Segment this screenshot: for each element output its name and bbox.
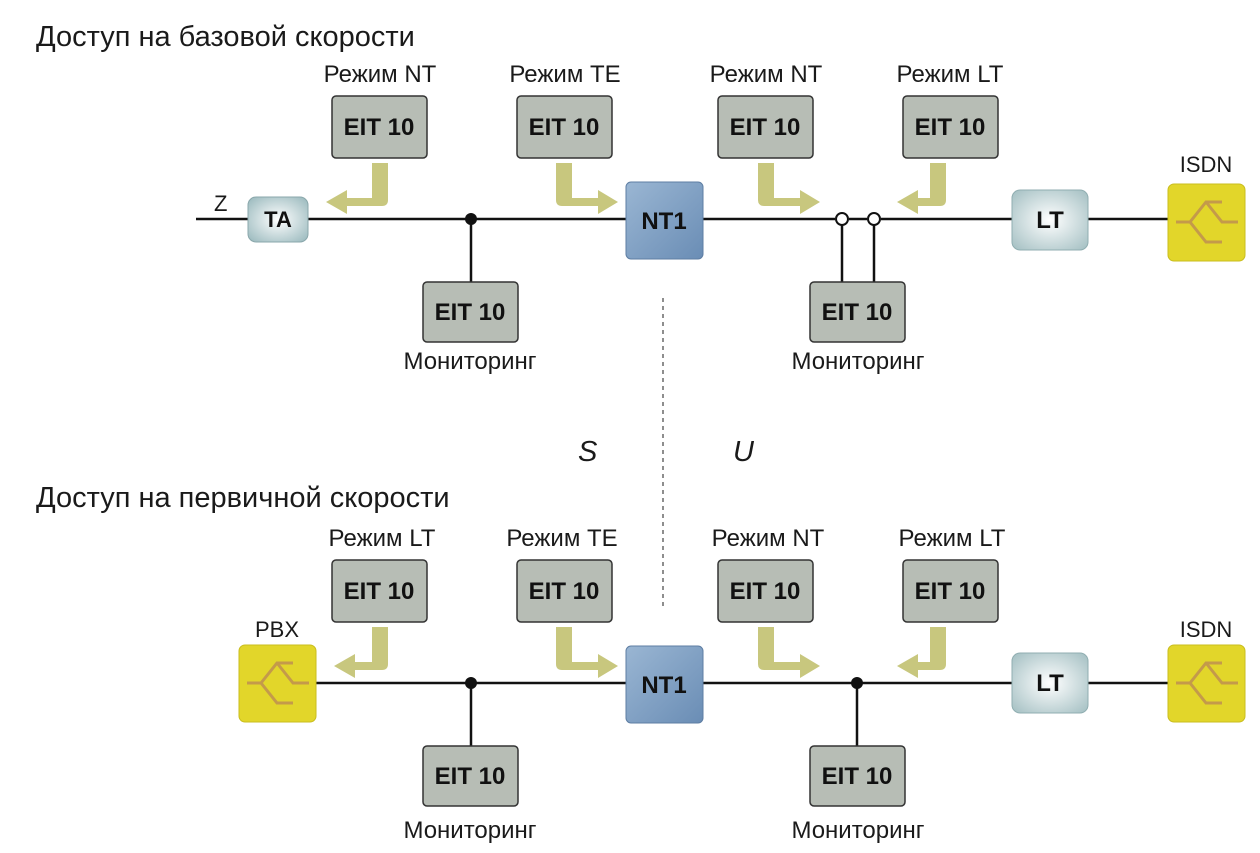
nt1-box-top (625, 181, 704, 260)
basic-access-title: Доступ на базовой скорости (36, 21, 415, 53)
eit10-label: EIT 10 (529, 114, 600, 141)
mode-label: Режим NT (712, 525, 825, 552)
isdn-label-bottom: ISDN (1180, 617, 1233, 642)
eit10-label: EIT 10 (344, 578, 415, 605)
lt-box-bottom (1011, 652, 1089, 714)
arrow-right-icon (556, 627, 618, 678)
mode-label: Режим LT (329, 525, 436, 552)
arrow-right-icon (556, 163, 618, 214)
eit10-label: EIT 10 (730, 578, 801, 605)
arrow-left-icon (326, 163, 388, 214)
nt1-box-bottom (625, 645, 704, 724)
eit10-monitor-u-top (809, 281, 906, 343)
ta-label: TA (264, 207, 292, 232)
pbx-switch (238, 644, 317, 723)
zone-u-label: U (733, 436, 755, 468)
eit10-label: EIT 10 (822, 299, 893, 326)
eit10-monitor-s-bottom (422, 745, 519, 807)
eit10-tester-bottom-2 (516, 559, 613, 623)
monitoring-label: Мониторинг (791, 817, 924, 844)
mode-label: Режим NT (324, 61, 437, 88)
nt1-label-bottom: NT1 (641, 672, 686, 699)
primary-access-title: Доступ на первичной скорости (36, 482, 450, 514)
eit10-tester-bottom-4 (902, 559, 999, 623)
eit10-label: EIT 10 (344, 114, 415, 141)
mode-label: Режим LT (897, 61, 1004, 88)
mode-label: Режим TE (509, 61, 620, 88)
z-label: Z (214, 191, 227, 216)
isdn-switch-top (1167, 183, 1246, 262)
mode-label: Режим TE (506, 525, 617, 552)
eit10-tester-bottom-1 (331, 559, 428, 623)
connection-point-right (867, 212, 881, 226)
eit10-tester-top-1 (331, 95, 428, 159)
lt-label-bottom: LT (1036, 670, 1064, 697)
arrow-left-icon (897, 627, 946, 678)
eit10-label: EIT 10 (435, 299, 506, 326)
monitoring-label: Мониторинг (791, 348, 924, 375)
arrow-right-icon (758, 627, 820, 678)
mode-label: Режим NT (710, 61, 823, 88)
mode-label: Режим LT (899, 525, 1006, 552)
eit10-label: EIT 10 (915, 114, 986, 141)
eit10-label: EIT 10 (915, 578, 986, 605)
eit10-tester-top-3 (717, 95, 814, 159)
isdn-label-top: ISDN (1180, 152, 1233, 177)
isdn-switch-bottom (1167, 644, 1246, 723)
arrow-left-icon (334, 627, 388, 678)
eit10-monitor-u-bottom (809, 745, 906, 807)
eit10-label: EIT 10 (529, 578, 600, 605)
monitoring-label: Мониторинг (403, 817, 536, 844)
eit10-label: EIT 10 (822, 763, 893, 790)
arrow-right-icon (758, 163, 820, 214)
nt1-label-top: NT1 (641, 208, 686, 235)
switch-cross-icon (247, 661, 309, 705)
zone-s-label: S (578, 436, 598, 468)
eit10-tester-bottom-3 (717, 559, 814, 623)
eit10-label: EIT 10 (435, 763, 506, 790)
ta-box (247, 196, 309, 243)
monitoring-label: Мониторинг (403, 348, 536, 375)
arrow-left-icon (897, 163, 946, 214)
connection-point-left (835, 212, 849, 226)
eit10-monitor-s-top (422, 281, 519, 343)
switch-cross-icon (1176, 200, 1238, 244)
eit10-tester-top-4 (902, 95, 999, 159)
lt-label-top: LT (1036, 207, 1064, 234)
switch-cross-icon (1176, 661, 1238, 705)
eit10-label: EIT 10 (730, 114, 801, 141)
pbx-label: PBX (255, 617, 299, 642)
lt-box-top (1011, 189, 1089, 251)
eit10-tester-top-2 (516, 95, 613, 159)
